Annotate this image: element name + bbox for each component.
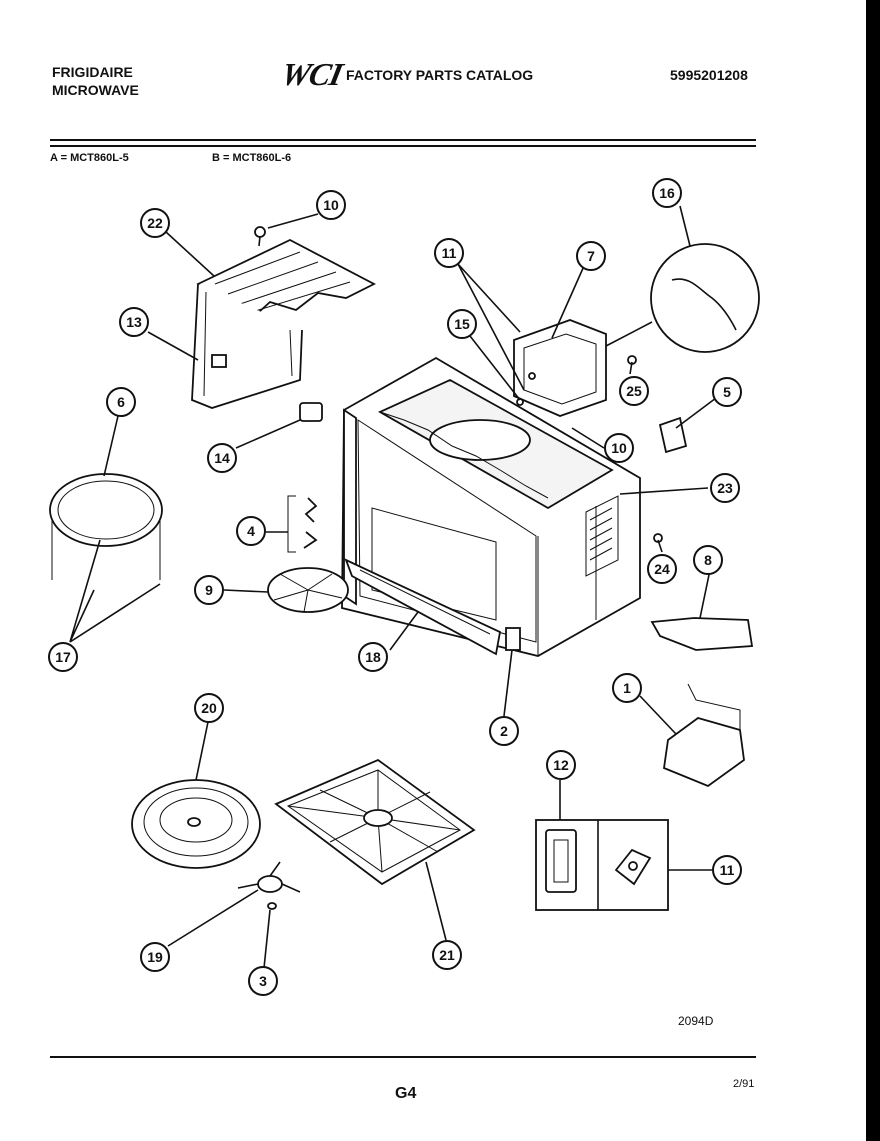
callout-15: 15 <box>447 309 477 339</box>
callout-8: 8 <box>693 545 723 575</box>
callout-24: 24 <box>647 554 677 584</box>
callout-2: 2 <box>489 716 519 746</box>
callout-label: 10 <box>323 197 339 213</box>
catalog-title: FACTORY PARTS CATALOG <box>346 67 534 83</box>
callout-6: 6 <box>106 387 136 417</box>
control-board-part <box>513 319 607 417</box>
callout-5: 5 <box>712 377 742 407</box>
callout-9: 9 <box>194 575 224 605</box>
callout-label: 25 <box>626 383 642 399</box>
oven-cavity-part <box>341 356 641 657</box>
model-a: A = MCT860L-5 <box>50 152 129 164</box>
callout-label: 16 <box>659 185 675 201</box>
callout-label: 21 <box>439 947 455 963</box>
door-frame-part <box>299 402 357 606</box>
catalog-number: 5995201208 <box>670 67 748 83</box>
hinge-part <box>505 627 521 651</box>
fan-blade-part <box>267 567 349 613</box>
callout-3: 3 <box>248 966 278 996</box>
model-b: B = MCT860L-6 <box>212 152 292 164</box>
callout-label: 24 <box>654 561 670 577</box>
callout-label: 19 <box>147 949 163 965</box>
callout-label: 17 <box>55 649 71 665</box>
parts-kit-box <box>535 819 669 911</box>
callout-11-kit: 11 <box>712 855 742 885</box>
callout-label: 11 <box>720 862 735 878</box>
header-rule-top <box>50 139 756 141</box>
callout-label: 11 <box>442 245 457 261</box>
callout-label: 4 <box>247 523 255 539</box>
callout-label: 3 <box>259 973 267 989</box>
brand-line-1: FRIGIDAIRE <box>52 64 133 80</box>
coupler-part <box>237 861 301 910</box>
callout-10-top: 10 <box>316 190 346 220</box>
callout-label: 7 <box>587 248 595 264</box>
callout-label: 14 <box>214 450 230 466</box>
callout-20: 20 <box>194 693 224 723</box>
roller-ring-part <box>49 473 163 580</box>
callout-label: 6 <box>117 394 125 410</box>
revision-date: 2/91 <box>733 1078 755 1090</box>
callout-16: 16 <box>652 178 682 208</box>
top-cover-part <box>191 238 376 409</box>
mounting-bracket-part <box>663 683 745 788</box>
callout-label: 18 <box>365 649 381 665</box>
drawing-code: 2094D <box>678 1014 714 1028</box>
callout-25: 25 <box>619 376 649 406</box>
screw-part <box>254 226 266 247</box>
callout-label: 8 <box>704 552 712 568</box>
bottom-plate-part <box>344 558 502 656</box>
callout-label: 20 <box>201 700 217 716</box>
callout-22: 22 <box>140 208 170 238</box>
callout-13: 13 <box>119 307 149 337</box>
callout-label: 1 <box>623 680 631 696</box>
callout-label: 23 <box>717 480 733 496</box>
turntable-tray-part <box>131 779 261 869</box>
leader-lines <box>69 205 717 969</box>
page-number: G4 <box>395 1085 417 1102</box>
callout-21: 21 <box>432 940 462 970</box>
callout-4: 4 <box>236 516 266 546</box>
stirrer-assembly-part <box>287 495 318 553</box>
callout-23: 23 <box>710 473 740 503</box>
callout-label: 10 <box>611 440 627 456</box>
wire-harness-part <box>605 243 760 353</box>
brand-line-2: MICROWAVE <box>52 82 139 98</box>
callout-19: 19 <box>140 942 170 972</box>
callout-14: 14 <box>207 443 237 473</box>
callout-17: 17 <box>48 642 78 672</box>
bracket-part <box>650 617 754 651</box>
callout-18: 18 <box>358 642 388 672</box>
small-clips-part <box>627 355 688 543</box>
callout-label: 22 <box>147 215 163 231</box>
callout-label: 9 <box>205 582 213 598</box>
callout-1: 1 <box>612 673 642 703</box>
callout-10-right: 10 <box>604 433 634 463</box>
callout-12: 12 <box>546 750 576 780</box>
callout-label: 13 <box>126 314 142 330</box>
header-rule-bottom <box>50 145 756 147</box>
callout-label: 12 <box>553 757 569 773</box>
cooking-rack-part <box>274 758 476 886</box>
callout-label: 15 <box>454 316 470 332</box>
callout-11-top: 11 <box>434 238 464 268</box>
callout-label: 5 <box>723 384 731 400</box>
callout-7: 7 <box>576 241 606 271</box>
callout-label: 2 <box>500 723 508 739</box>
footer-rule <box>50 1056 756 1058</box>
